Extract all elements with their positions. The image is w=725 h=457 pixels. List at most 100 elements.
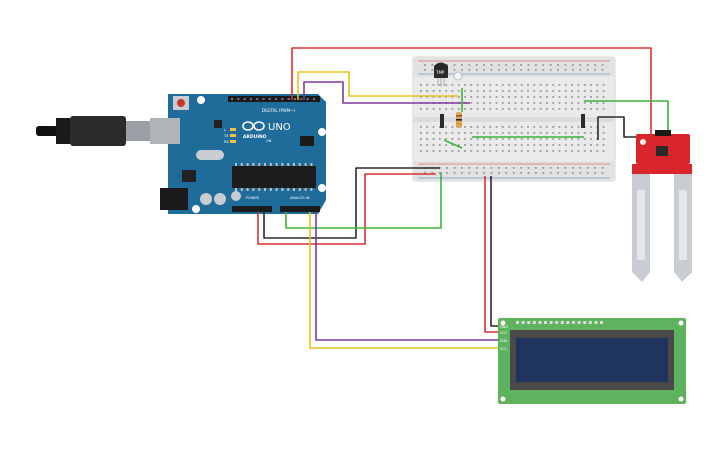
lcd-header-pin xyxy=(521,321,525,324)
breadboard-hole xyxy=(583,144,586,146)
breadboard-hole xyxy=(476,132,479,134)
rail-hole xyxy=(542,64,545,66)
rail-hole xyxy=(579,167,582,169)
atmega-chip xyxy=(232,166,316,188)
rail-hole xyxy=(564,172,567,174)
rail-hole xyxy=(505,167,508,169)
chip-pin xyxy=(252,163,255,166)
rail-hole xyxy=(490,69,493,71)
breadboard-hole xyxy=(533,144,536,146)
breadboard-hole xyxy=(426,84,429,86)
rail-hole xyxy=(601,69,604,71)
breadboard-hole xyxy=(483,90,485,92)
usb-cable xyxy=(36,116,172,146)
rail-hole xyxy=(453,172,456,174)
digital-pin xyxy=(300,98,303,100)
rail-hole xyxy=(572,167,574,169)
breadboard-hole xyxy=(596,96,599,98)
breadboard-hole xyxy=(571,84,573,86)
breadboard-hole xyxy=(546,96,548,98)
breadboard-hole xyxy=(483,132,485,134)
lcd-header-pin xyxy=(527,321,531,324)
chip-pin xyxy=(240,188,243,191)
lcd-header-pin xyxy=(532,321,536,324)
power-jack xyxy=(160,188,188,210)
breadboard-hole xyxy=(426,144,429,146)
breadboard-hole xyxy=(495,96,498,98)
jumper-connector-1 xyxy=(440,114,444,128)
wire-green-analog xyxy=(285,172,442,229)
rail-hole xyxy=(527,69,530,71)
breadboard-hole xyxy=(514,150,517,152)
rail-hole xyxy=(461,69,463,71)
breadboard-hole xyxy=(533,132,536,134)
lcd-display: GND VCC SDA SCL xyxy=(498,318,686,404)
breadboard-hole xyxy=(590,132,592,134)
lcd-header-pin xyxy=(549,321,553,324)
analog-in-label: ANALOG IN xyxy=(290,196,310,200)
breadboard-hole xyxy=(420,90,422,92)
breadboard-hole xyxy=(508,144,510,146)
breadboard-hole xyxy=(590,90,592,92)
rail-hole xyxy=(424,69,426,71)
rail-hole xyxy=(564,167,567,169)
lcd-header-pin xyxy=(516,321,519,324)
chip-pin xyxy=(240,163,243,166)
breadboard-hole xyxy=(426,150,429,152)
lcd-screen xyxy=(516,338,668,382)
rail-hole xyxy=(461,167,463,169)
breadboard-hole xyxy=(520,102,523,104)
rail-hole xyxy=(453,167,456,169)
arduino-uno-board: L TX RX ARDUINO UNO DIGITAL (PWM~) ON PO… xyxy=(150,94,326,214)
breadboard-hole xyxy=(489,126,492,128)
digital-header[interactable] xyxy=(228,96,320,102)
rail-hole xyxy=(579,69,582,71)
digital-pin xyxy=(268,98,271,100)
breadboard-hole xyxy=(514,138,517,140)
chip-pin xyxy=(310,163,313,166)
breadboard-hole xyxy=(552,138,555,140)
lcd-header-pin xyxy=(594,321,598,324)
breadboard-hole xyxy=(438,84,441,86)
wire-purple-top xyxy=(303,81,470,104)
on-led-label: ON xyxy=(266,139,272,143)
breadboard-hole xyxy=(438,132,441,134)
rail-hole xyxy=(535,69,537,71)
breadboard-hole xyxy=(501,138,504,140)
breadboard-hole xyxy=(438,108,441,110)
analog-header[interactable] xyxy=(280,206,320,212)
chip-pin xyxy=(281,188,284,191)
l-led-label: L xyxy=(224,128,226,132)
breadboard-hole xyxy=(495,126,498,128)
rail-hole xyxy=(468,69,471,71)
breadboard-hole xyxy=(445,138,447,140)
breadboard-hole xyxy=(539,150,542,152)
chip-pin xyxy=(287,188,290,191)
wire-red-power xyxy=(257,173,436,245)
breadboard-hole xyxy=(520,108,523,110)
breadboard-hole xyxy=(520,138,523,140)
breadboard-hole xyxy=(476,96,479,98)
breadboard-hole xyxy=(583,96,586,98)
sensor-probe-left xyxy=(632,172,650,282)
breadboard-hole xyxy=(527,102,529,104)
power-header[interactable] xyxy=(232,206,272,212)
breadboard-hole xyxy=(564,84,567,86)
breadboard-hole xyxy=(470,102,473,104)
breadboard-hole xyxy=(445,126,447,128)
breadboard-hole xyxy=(583,132,586,134)
breadboard-hole xyxy=(577,144,580,146)
rail-hole xyxy=(520,64,522,66)
breadboard-hole xyxy=(596,90,599,92)
digital-pin xyxy=(312,98,315,100)
breadboard-hole xyxy=(489,102,492,104)
wire-yellow-lcd xyxy=(309,212,500,349)
breadboard-hole xyxy=(426,90,429,92)
breadboard-hole xyxy=(514,108,517,110)
breadboard-hole xyxy=(470,84,473,86)
breadboard-hole xyxy=(527,150,529,152)
breadboard-hole xyxy=(552,96,555,98)
breadboard-hole xyxy=(464,138,466,140)
breadboard-hole xyxy=(457,90,460,92)
breadboard-hole xyxy=(527,84,529,86)
